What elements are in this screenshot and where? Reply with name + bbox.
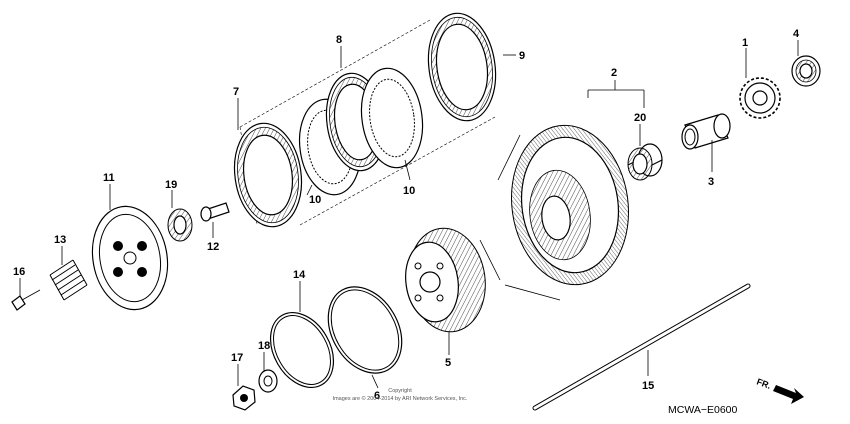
- callout-14: 14: [293, 269, 306, 281]
- callout-13: 13: [54, 234, 66, 246]
- part-11-pressure-plate: [91, 205, 169, 311]
- part-2-clutch-outer: [479, 124, 630, 301]
- callout-15: 15: [642, 380, 654, 392]
- callout-18: 18: [258, 340, 270, 352]
- part-1-drive-gear: [739, 77, 781, 119]
- part-15-push-rod: [532, 283, 751, 411]
- part-3-collar: [681, 113, 731, 150]
- part-16-bolt: [11, 289, 41, 311]
- callout-6: 6: [374, 390, 380, 402]
- callout-19: 19: [165, 179, 177, 191]
- part-13-clutch-spring: [49, 259, 88, 301]
- front-direction-indicator: FR.: [755, 376, 804, 404]
- diagram-code: MCWA−E0600: [668, 404, 738, 416]
- copyright-line-1: Copyright: [388, 388, 412, 394]
- callout-20: 20: [634, 112, 646, 124]
- callout-1: 1: [742, 37, 748, 49]
- part-17-lock-nut: [232, 385, 256, 411]
- callout-numbers: 1 4 2 20 3 9 8 7 10 10 11 19 12 13 16 14…: [13, 28, 800, 402]
- callout-12: 12: [207, 241, 219, 253]
- callout-16: 16: [13, 266, 25, 278]
- part-14-o-ring: [269, 312, 335, 388]
- arrow-icon: [773, 385, 804, 404]
- part-18-washer: [258, 369, 278, 393]
- part-5-clutch-center: [405, 227, 486, 333]
- callout-9: 9: [519, 50, 525, 62]
- callout-5: 5: [445, 357, 451, 369]
- part-12-lifter-piece: [200, 202, 230, 222]
- part-10-clutch-plate-right: [360, 67, 424, 169]
- part-7-friction-disk: [233, 122, 303, 228]
- copyright-line-2: Images are © 2004-2014 by ARI Network Se…: [333, 395, 468, 402]
- callout-3: 3: [708, 176, 714, 188]
- callout-10-left: 10: [309, 194, 321, 206]
- callout-8: 8: [336, 34, 342, 46]
- part-6-o-ring: [327, 286, 403, 374]
- part-9-friction-disk: [427, 12, 497, 122]
- callout-10-right: 10: [403, 185, 415, 197]
- callout-4: 4: [793, 28, 800, 40]
- callout-17: 17: [231, 352, 243, 364]
- callout-2: 2: [611, 67, 617, 79]
- part-19-bearing: [167, 208, 193, 242]
- callout-7: 7: [233, 86, 239, 98]
- part-20-needle-bearing: [627, 143, 663, 181]
- direction-label: FR.: [755, 376, 772, 390]
- leader-lines: [19, 40, 799, 389]
- part-4-bearing: [791, 55, 821, 87]
- callout-11: 11: [103, 172, 115, 184]
